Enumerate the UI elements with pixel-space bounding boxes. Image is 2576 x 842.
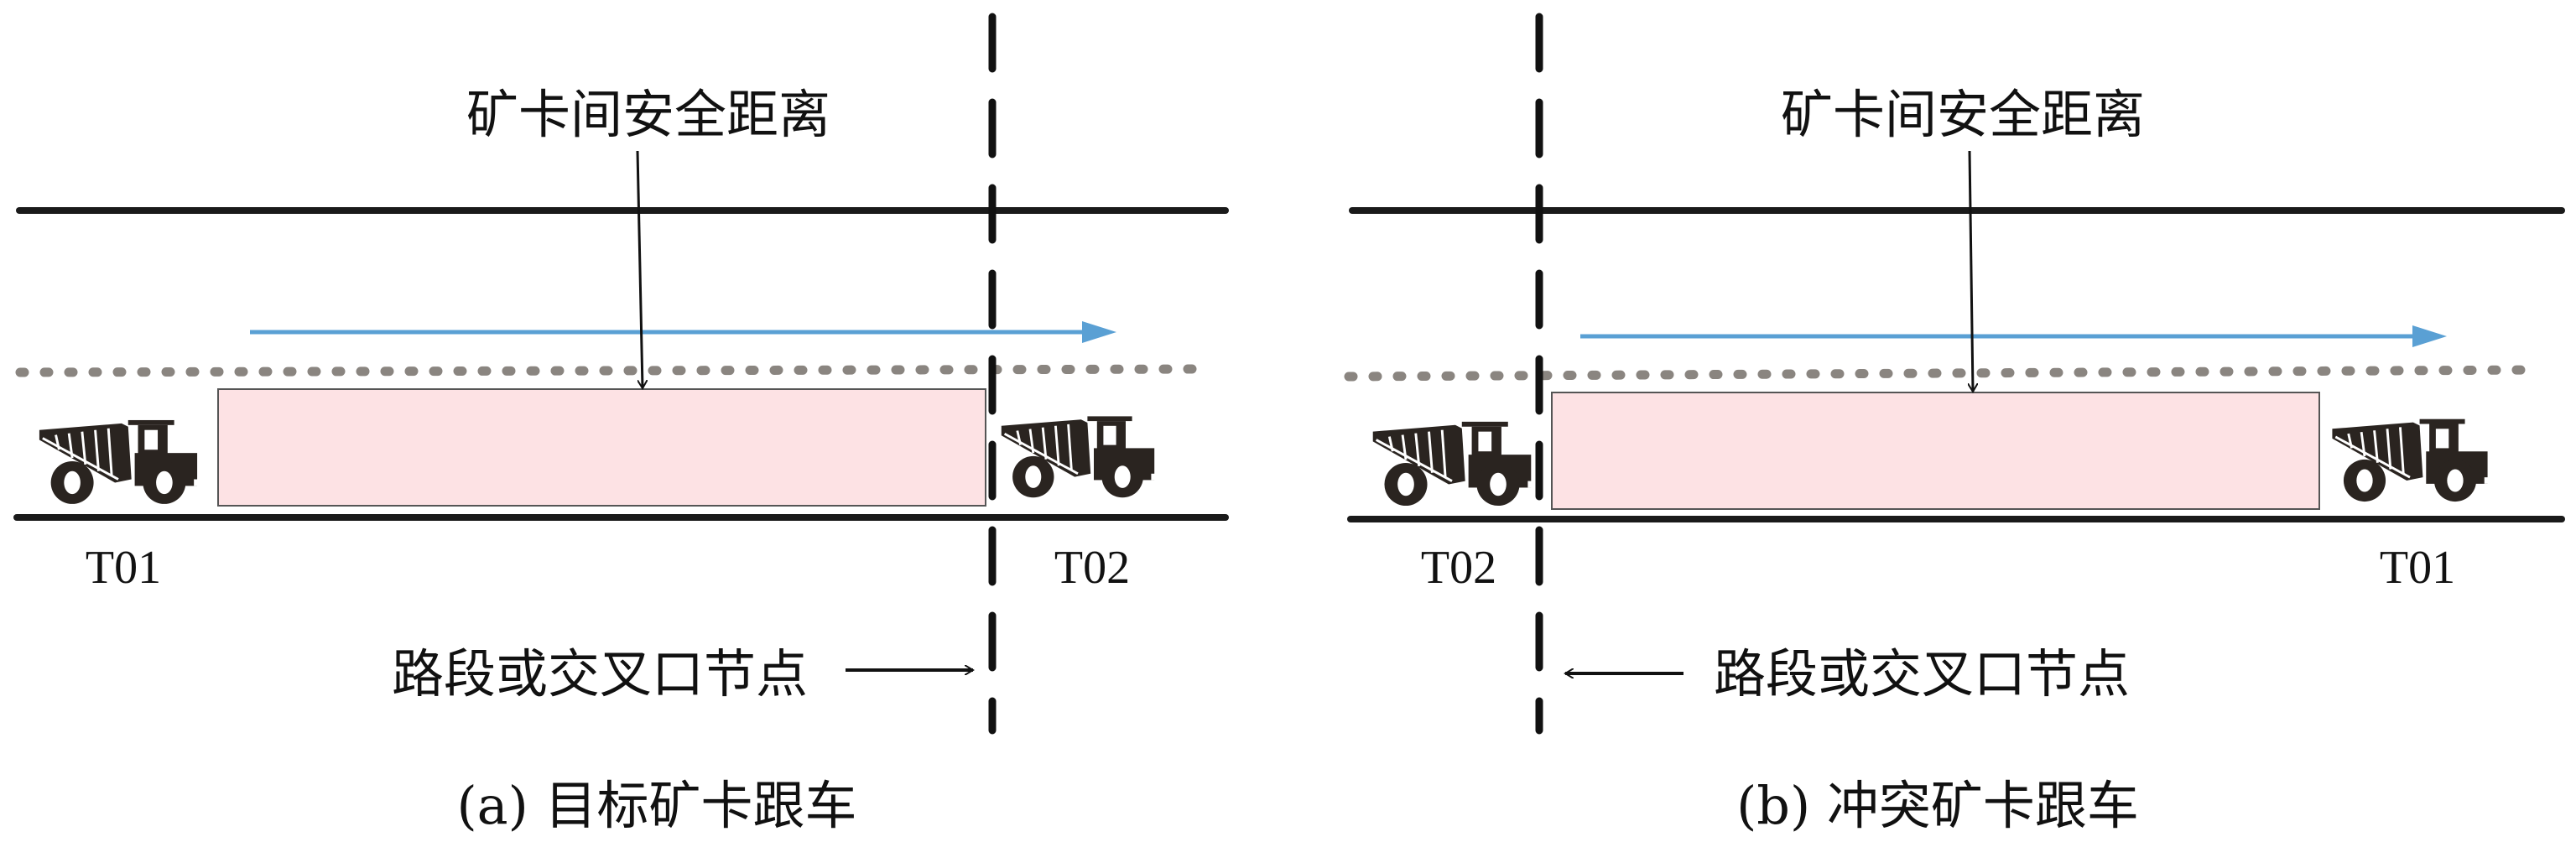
node-label: 路段或交叉口节点 <box>392 643 808 704</box>
truck-icon <box>1371 420 1534 507</box>
truck-label-right: T02 <box>1054 542 1130 594</box>
lane-dotted-line <box>15 364 1205 377</box>
node-label: 路段或交叉口节点 <box>1714 643 2130 704</box>
direction-arrow <box>1580 325 2447 347</box>
safety-distance-label: 矿卡间安全距离 <box>466 84 830 145</box>
direction-arrow <box>250 321 1116 343</box>
truck-icon <box>1000 414 1158 499</box>
panel-a: 矿卡间安全距离 T01 T02 路段或交叉口节点 (a) 目标矿卡跟车 <box>13 13 1229 836</box>
caption-a: (a) 目标矿卡跟车 <box>456 775 856 836</box>
safety-distance-label: 矿卡间安全距离 <box>1781 84 2145 145</box>
truck-label-right: T01 <box>2380 542 2455 594</box>
truck-label-left: T02 <box>1421 542 1496 594</box>
truck-icon <box>2330 418 2490 503</box>
truck-label-left: T01 <box>86 542 161 594</box>
safety-distance-pointer <box>636 150 643 388</box>
safety-distance-zone <box>1551 392 2320 510</box>
panel-b: 矿卡间安全距离 T02 T01 路段或交叉口节点 (b) 冲突矿卡跟车 <box>1344 13 2565 836</box>
lane-dotted-line <box>1344 365 2542 382</box>
caption-b: (b) 冲突矿卡跟车 <box>1736 775 2139 836</box>
safety-distance-zone <box>217 388 986 507</box>
truck-icon <box>38 418 200 506</box>
safety-distance-pointer <box>1970 150 1973 392</box>
